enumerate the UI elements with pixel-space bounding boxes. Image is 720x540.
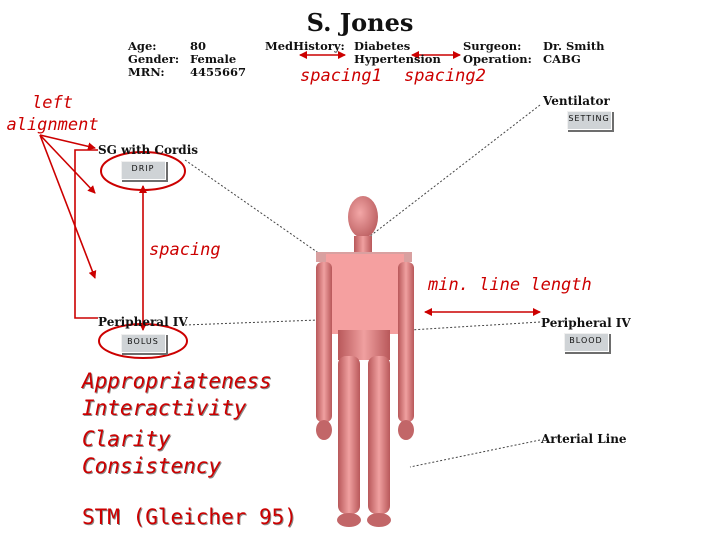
mrn-label: MRN: — [128, 65, 165, 79]
figure-foot-right — [367, 513, 391, 527]
left-alignment-line-1: left — [32, 93, 73, 113]
highlight-drip — [100, 151, 186, 191]
connector-lines — [184, 104, 541, 468]
figure-hand-right — [398, 420, 414, 440]
bolus-button[interactable]: BOLUS — [120, 333, 166, 353]
figure-foot-left — [337, 513, 361, 527]
gender-label: Gender: — [128, 52, 180, 66]
figure-arm-right — [398, 262, 414, 422]
medhistory-item-2: Hypertension — [354, 52, 441, 66]
figure-torso — [326, 254, 404, 334]
medhistory-item-1: Diabetes — [354, 39, 411, 53]
citation: STM (Gleicher 95) — [82, 505, 297, 529]
connector-peripheral-iv-right — [409, 321, 541, 331]
drip-button[interactable]: DRIP — [120, 160, 166, 180]
surgery-values-col: Dr. Smith CABG — [543, 40, 605, 66]
left-alignment-bracket — [74, 149, 98, 319]
arrow-left-align-3 — [39, 134, 96, 151]
connector-peripheral-iv-left — [184, 319, 319, 326]
spacing2-annotation: spacing2 — [404, 66, 486, 86]
min-line-length-annotation: min. line length — [428, 275, 592, 295]
principles-list: Appropriateness Interactivity Clarity Co… — [82, 368, 272, 480]
peripheral-iv-right-label: Peripheral IV — [541, 316, 631, 330]
peripheral-iv-left-label: Peripheral IV — [98, 315, 188, 329]
principle-item: Appropriateness — [82, 369, 272, 393]
mrn-value: 4455667 — [190, 65, 247, 79]
connector-ventilator — [364, 104, 541, 241]
annotation-arrows — [39, 51, 541, 331]
patient-labels-col: Age: Gender: MRN: — [128, 40, 179, 79]
body-figure — [316, 196, 414, 527]
medhistory-values: Diabetes Hypertension — [354, 40, 441, 66]
patient-values-col: 80 Female 4455667 — [190, 40, 246, 79]
principle-item: Consistency — [82, 454, 222, 478]
principle-item: Interactivity — [82, 396, 247, 420]
ventilator-setting-button[interactable]: SETTING — [566, 110, 612, 130]
patient-name: S. Jones — [306, 8, 414, 37]
surgery-labels-col: Surgeon: Operation: — [463, 40, 532, 66]
surgeon-label: Surgeon: — [463, 39, 522, 53]
highlight-bolus — [98, 323, 188, 359]
principle-item: Clarity — [82, 427, 171, 451]
figure-leg-left — [338, 356, 360, 514]
left-alignment-annotation: left alignment — [0, 92, 105, 136]
arrow-left-align-1 — [39, 134, 96, 194]
figure-head — [348, 196, 378, 238]
arrow-left-align-2 — [39, 134, 97, 279]
arterial-line-label: Arterial Line — [541, 432, 627, 446]
figure-hips — [338, 330, 390, 360]
surgeon-value: Dr. Smith — [543, 39, 605, 53]
figure-leg-right — [368, 356, 390, 514]
connector-sg-cordis — [184, 159, 341, 269]
spacing-annotation: spacing — [149, 240, 221, 260]
spacing1-annotation: spacing1 — [300, 66, 382, 86]
figure-neck — [354, 236, 372, 254]
figure-hand-left — [316, 420, 332, 440]
figure-arm-left — [316, 262, 332, 422]
connector-arterial-line — [409, 439, 541, 468]
medhistory-label: MedHistory: — [265, 39, 345, 53]
age-label: Age: — [128, 39, 157, 53]
sg-cordis-label: SG with Cordis — [98, 143, 199, 157]
blood-button[interactable]: BLOOD — [563, 332, 609, 352]
operation-value: CABG — [543, 52, 581, 66]
age-value: 80 — [190, 39, 207, 53]
left-alignment-line-2: alignment — [6, 115, 99, 135]
gender-value: Female — [190, 52, 237, 66]
operation-label: Operation: — [463, 52, 532, 66]
ventilator-label: Ventilator — [543, 94, 610, 108]
